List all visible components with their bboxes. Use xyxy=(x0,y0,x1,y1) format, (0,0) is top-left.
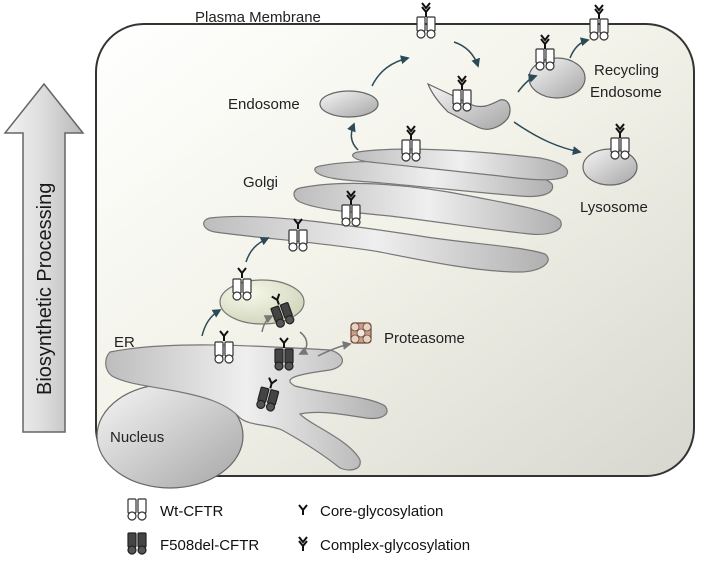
legend-core-glycosylation-icon xyxy=(298,504,308,516)
biosynthetic-processing-label: Biosynthetic Processing xyxy=(34,183,56,395)
legend-complex-glycosylation-icon xyxy=(298,536,308,552)
proteasome-icon xyxy=(350,322,372,344)
golgi-label: Golgi xyxy=(243,174,278,191)
nucleus-label: Nucleus xyxy=(110,429,164,446)
lysosome-label: Lysosome xyxy=(580,199,648,216)
plasma-membrane-label: Plasma Membrane xyxy=(195,9,321,26)
legend-core-label: Core-glycosylation xyxy=(320,503,443,520)
arrow-to-recycling-endosome xyxy=(517,74,538,93)
arrow-mutant-return xyxy=(298,331,309,355)
arrow-endosome-to-membrane xyxy=(371,55,410,87)
legend-f508del-cftr-icon xyxy=(127,532,147,555)
legend: Wt-CFTR F508del-CFTR Core-glycosylation … xyxy=(127,498,470,555)
legend-complex-label: Complex-glycosylation xyxy=(320,537,470,554)
arrow-vesicle-to-golgi xyxy=(245,237,270,263)
trafficking-arrows xyxy=(201,37,590,357)
arrow-golgi-to-endosome xyxy=(347,122,359,151)
endosome-label: Endosome xyxy=(228,96,300,113)
legend-f508del-label: F508del-CFTR xyxy=(160,537,259,554)
recycling-endosome-label-1: Recycling xyxy=(594,62,659,79)
er xyxy=(105,344,388,471)
recycling-endosome-label-2: Endosome xyxy=(590,84,662,101)
arrow-mutant-exit xyxy=(261,315,274,333)
arrow-er-to-vesicle xyxy=(201,309,222,337)
er-label: ER xyxy=(114,334,135,351)
arrow-membrane-to-sorting-endosome xyxy=(453,41,480,68)
arrow-to-lysosome xyxy=(513,121,582,155)
legend-wt-cftr-icon xyxy=(127,498,147,521)
endosome xyxy=(319,90,379,118)
proteasome-label: Proteasome xyxy=(384,330,465,347)
biosynthetic-processing-arrow: Biosynthetic Processing xyxy=(3,82,85,433)
legend-wt-label: Wt-CFTR xyxy=(160,503,223,520)
arrow-recycling-to-membrane xyxy=(569,37,590,59)
arrow-to-proteasome xyxy=(317,341,352,357)
